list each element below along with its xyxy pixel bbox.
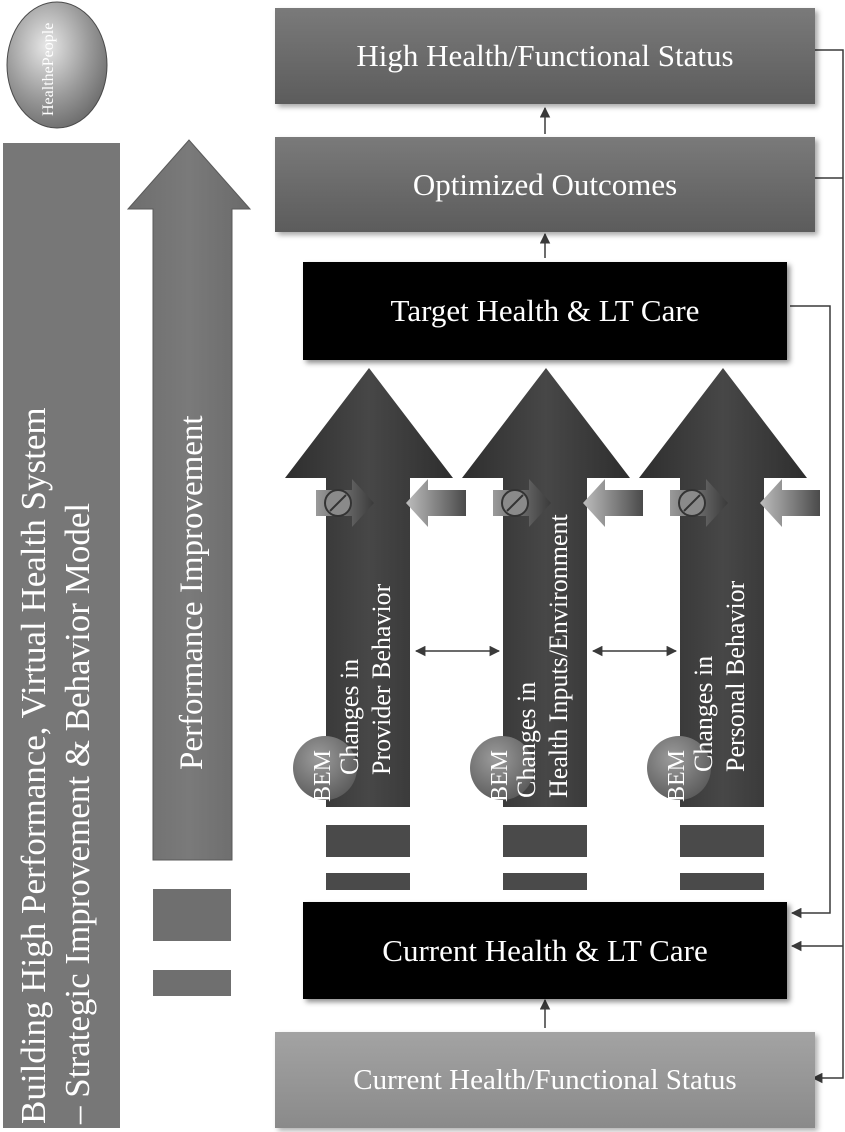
side-title-panel bbox=[3, 143, 120, 1128]
left-bar-thin bbox=[153, 970, 231, 996]
col-bar-2b bbox=[503, 873, 587, 890]
bem-circle-2 bbox=[470, 736, 534, 800]
side-title-line1: Building High Performance, Virtual Healt… bbox=[14, 407, 53, 1124]
current-health-status-box: Current Health/Functional Status bbox=[275, 1032, 815, 1128]
column-label-2: Changes in Health Inputs/Environment bbox=[511, 514, 575, 798]
feedback-target-to-care bbox=[790, 305, 831, 919]
high-health-status-label: High Health/Functional Status bbox=[356, 38, 734, 73]
logo-badge bbox=[6, 1, 108, 129]
optimized-outcomes-label: Optimized Outcomes bbox=[412, 166, 678, 202]
column-label-2-line2: Health Inputs/Environment bbox=[544, 514, 573, 798]
column-arrow-3 bbox=[639, 368, 807, 807]
current-health-care-label: Current Health & LT Care bbox=[382, 932, 708, 968]
col-bar-1b bbox=[326, 873, 410, 890]
side-title-line2: – Strategic Improvement & Behavior Model bbox=[58, 502, 97, 1124]
column-label-1-line1: Changes in bbox=[335, 658, 364, 775]
target-health-label: Target Health & LT Care bbox=[390, 293, 700, 328]
bem-circle-1 bbox=[293, 736, 357, 800]
bem-label-3: BEM bbox=[664, 749, 690, 802]
column-label-1-line2: Provider Behavior bbox=[367, 583, 396, 775]
column-label-3-line2: Personal Behavior bbox=[721, 580, 750, 772]
col-bar-1a bbox=[326, 825, 410, 857]
bem-label-1: BEM bbox=[310, 749, 336, 802]
optimized-outcomes-box: Optimized Outcomes bbox=[275, 137, 815, 232]
current-health-status-label: Current Health/Functional Status bbox=[353, 1063, 737, 1096]
blocked-arrow-2 bbox=[493, 479, 551, 527]
blocked-arrow-3 bbox=[670, 479, 728, 527]
performance-arrow-shape bbox=[126, 139, 252, 861]
column-label-3-line1: Changes in bbox=[689, 655, 718, 772]
current-health-care-box: Current Health & LT Care bbox=[303, 902, 787, 999]
logo-text: HealthePeople bbox=[40, 22, 57, 116]
column-label-3: Changes in Personal Behavior bbox=[688, 581, 752, 772]
performance-arrow-label: Performance Improvement bbox=[174, 415, 210, 770]
column-label-2-line1: Changes in bbox=[512, 681, 541, 798]
column-arrow-2 bbox=[462, 368, 630, 807]
side-title: Building High Performance, Virtual Healt… bbox=[12, 144, 100, 1124]
feedback-high-to-status bbox=[811, 49, 844, 1084]
target-health-box: Target Health & LT Care bbox=[303, 262, 787, 360]
incoming-arrow-1 bbox=[406, 479, 466, 527]
col-bar-3a bbox=[680, 825, 764, 857]
column-arrow-1 bbox=[285, 368, 453, 807]
col-bar-3b bbox=[680, 873, 764, 890]
incoming-arrow-3 bbox=[760, 479, 820, 527]
bem-label-2: BEM bbox=[487, 749, 513, 802]
col-bar-2a bbox=[503, 825, 587, 857]
left-bar-thick bbox=[153, 889, 231, 941]
bem-circle-3 bbox=[647, 736, 711, 800]
blocked-arrow-1 bbox=[316, 479, 374, 527]
incoming-arrow-2 bbox=[583, 479, 643, 527]
high-health-status-box: High Health/Functional Status bbox=[275, 8, 815, 104]
column-label-1: Changes in Provider Behavior bbox=[334, 584, 398, 775]
